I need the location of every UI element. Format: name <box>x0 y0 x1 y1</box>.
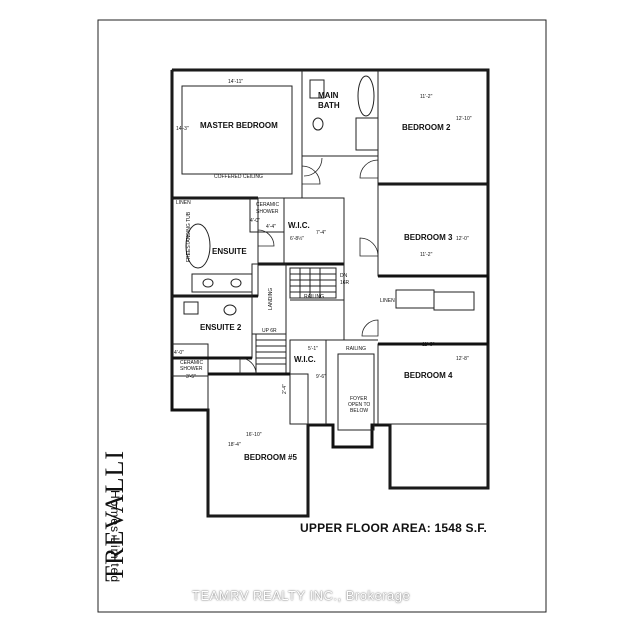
brand-subtitle: Homes Limited <box>108 490 122 584</box>
door-swing <box>359 159 379 179</box>
bedroom-3-label: BEDROOM 3 <box>404 233 453 242</box>
dn-label: DN <box>340 273 348 279</box>
bedroom-4-dim-h: 12'-8" <box>456 356 469 362</box>
ceramic-shower-label-2: SHOWER <box>256 209 279 215</box>
watermark: TEAMRV REALTY INC., Brokerage <box>192 588 411 603</box>
bedroom-3-dim-h: 12'-0" <box>456 236 469 242</box>
bedroom-5-dim-h: 18'-4" <box>228 442 241 448</box>
up-label: UP 6R <box>262 328 277 334</box>
master-bedroom-label: MASTER BEDROOM <box>200 121 278 130</box>
foyer-label-3: BELOW <box>350 408 368 414</box>
toilet-icon <box>183 301 199 315</box>
bedroom-2-dim-w: 11'-2" <box>420 94 433 100</box>
bedroom-2-label: BEDROOM 2 <box>402 123 451 132</box>
stairs-up <box>255 333 287 375</box>
ensuite-label: ENSUITE <box>212 247 247 256</box>
coffered-ceiling-outline <box>181 85 293 175</box>
bedroom-4-outline <box>377 343 489 425</box>
bathtub-icon <box>357 75 375 117</box>
bedroom-3-dim-w: 11'-2" <box>420 252 433 258</box>
foyer-label-1: FOYER <box>350 396 368 402</box>
wic-upper-label: W.I.C. <box>288 221 310 230</box>
landing-label: LANDING <box>268 288 274 310</box>
stairs-down <box>289 267 337 299</box>
railing-label-2: RAILING <box>346 346 366 352</box>
wic-lower-label: W.I.C. <box>294 355 316 364</box>
bedroom-4-dim-w: 11'-0" <box>422 342 435 348</box>
ceramic-shower-b-dim2: 4'-0" <box>174 350 184 356</box>
dn-risers-label: 16R <box>340 280 350 286</box>
page-frame <box>97 19 547 613</box>
ceramic-shower-dim2: 4'-4" <box>266 224 276 230</box>
bedroom-5-dim-w: 16'-10" <box>246 432 262 438</box>
door-swing <box>361 319 379 337</box>
railing-label-1: RAILING <box>304 294 324 300</box>
sink-icon <box>312 117 324 131</box>
exterior-wall <box>170 68 490 518</box>
door-swing <box>303 157 323 177</box>
bedroom-2-dim-h: 12'-10" <box>456 116 472 122</box>
door-swing <box>359 237 379 257</box>
bedroom-5-outline <box>207 373 309 517</box>
coffered-label: COFFERED CEILING <box>214 174 263 180</box>
sink-icon <box>202 278 214 288</box>
ceramic-shower-b-dim: 3'-5" <box>186 374 196 380</box>
wic-upper-dim-h: 7'-4" <box>316 230 326 236</box>
wic-lower-dim-h: 9'-6" <box>316 374 326 380</box>
wic-upper-outline <box>283 197 345 265</box>
sink-icon <box>223 304 237 316</box>
closet-dim: 2'-4" <box>282 384 288 394</box>
ceramic-shower-dim: 4'-0" <box>250 218 260 224</box>
foyer-label-2: OPEN TO <box>348 402 370 408</box>
bedroom-4-label: BEDROOM 4 <box>404 371 453 380</box>
ceramic-shower-b-label-1: CERAMIC <box>180 360 203 366</box>
freestanding-tub-icon <box>185 223 211 269</box>
porch-outline <box>389 423 489 489</box>
toilet-icon <box>309 79 325 99</box>
bedroom-5-label: BEDROOM #5 <box>244 453 297 462</box>
ceramic-shower-label-1: CERAMIC <box>256 202 279 208</box>
door-swing <box>301 165 321 185</box>
freestanding-tub-label: FREESTANDING TUB <box>186 211 192 262</box>
bedroom-3-outline <box>377 183 489 277</box>
door-swing <box>239 357 257 375</box>
ceramic-shower-2-outline <box>171 343 209 377</box>
ceramic-shower-b-label-2: SHOWER <box>180 366 203 372</box>
main-bath-outline <box>301 69 379 157</box>
linen-mid-label: LINEN <box>380 298 395 304</box>
floor-area-label: UPPER FLOOR AREA: 1548 S.F. <box>300 521 487 535</box>
master-dim-w: 14'-11" <box>228 79 243 85</box>
linen-top-label: LINEN <box>176 200 191 206</box>
wic-lower-dim-w: 5'-1" <box>308 346 318 352</box>
master-dim-h: 14'-3" <box>176 126 189 132</box>
door-swing <box>257 229 275 247</box>
sink-icon <box>230 278 242 288</box>
main-bath-label-2: BATH <box>318 101 340 110</box>
foyer-open-outline <box>337 353 375 431</box>
ensuite-2-label: ENSUITE 2 <box>200 323 242 332</box>
wic-upper-dim-w: 6'-8½" <box>290 235 304 242</box>
main-bath-label-1: MAIN <box>318 91 339 100</box>
